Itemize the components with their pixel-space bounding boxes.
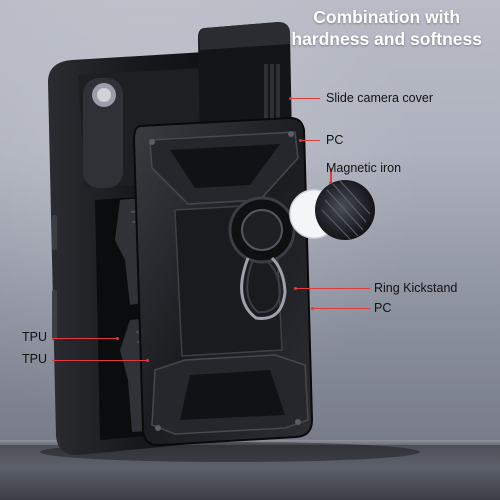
leader-dot-pc-top (299, 139, 302, 142)
leader-dot-slide-camera-cover (289, 97, 292, 100)
headline-line-2: hardness and softness (291, 29, 482, 49)
label-tpu-bottom: TPU (22, 352, 47, 366)
floor-edge (0, 440, 500, 448)
leader-pc-bottom (312, 308, 370, 309)
leader-pc-top (300, 140, 320, 141)
headline-line-1: Combination with (313, 7, 461, 27)
label-pc-top: PC (326, 133, 344, 147)
headline: Combination with hardness and softness (291, 6, 482, 50)
label-ring-kickstand: Ring Kickstand (374, 281, 458, 295)
leader-dot-pc-bottom (311, 307, 314, 310)
leader-ring-kickstand (295, 288, 370, 289)
leader-dot-tpu-bottom (146, 359, 149, 362)
label-magnetic-iron: Magnetic iron (326, 161, 402, 175)
label-slide-camera-cover: Slide camera cover (326, 91, 433, 105)
leader-magnetic-iron-vertical (330, 168, 332, 182)
magnetic-disc-icon (315, 180, 375, 240)
leader-dot-tpu-top (116, 337, 119, 340)
leader-slide-camera-cover (290, 98, 320, 99)
label-tpu-top: TPU (22, 330, 47, 344)
leader-dot-magnetic-iron (329, 181, 332, 184)
leader-tpu-top (52, 338, 117, 339)
label-pc-bottom: PC (374, 301, 392, 315)
leader-dot-ring-kickstand (294, 287, 297, 290)
leader-tpu-bottom (52, 360, 147, 361)
ring-kickstand (228, 196, 296, 320)
